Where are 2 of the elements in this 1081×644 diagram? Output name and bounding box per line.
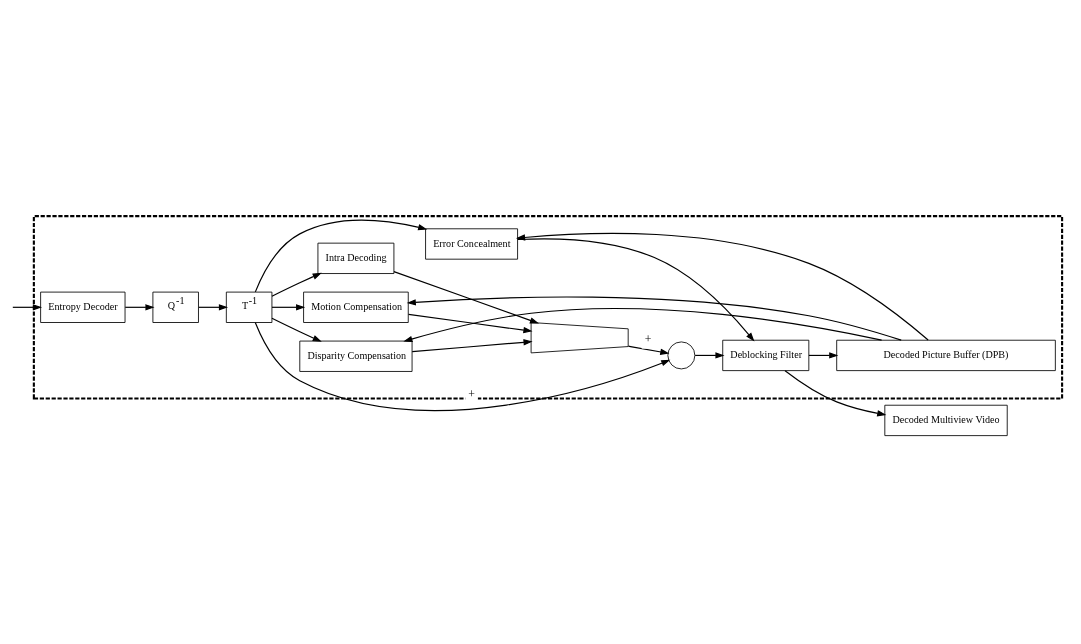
edge-label: + [468, 386, 475, 401]
edge-label: + [644, 331, 652, 346]
